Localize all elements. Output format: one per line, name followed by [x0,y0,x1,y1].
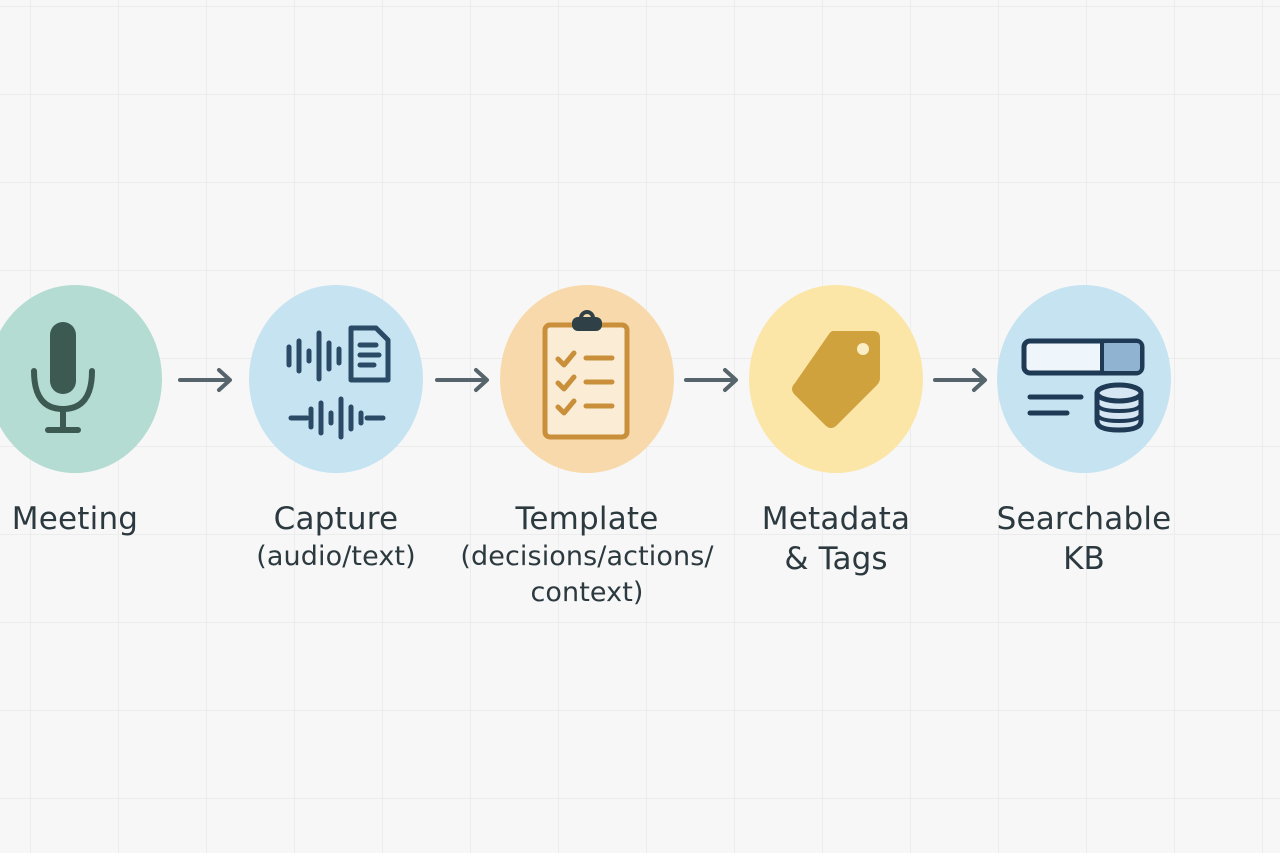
step-meeting-label: Meeting [0,499,225,539]
clipboard-checklist-icon [542,310,630,440]
step-metadata-tags-title: Metadata [761,501,911,537]
step-template-label: Template (decisions/actions/ context) [437,499,737,611]
step-capture-title: Capture [273,501,399,537]
step-searchable-kb-title: Searchable [996,501,1172,537]
step-metadata-tags-subtitle-line-1: & Tags [784,541,888,577]
microphone-icon [31,322,95,433]
step-capture-subtitle-line-1: (audio/text) [256,541,416,572]
step-template-title: Template [515,501,659,537]
tag-icon [792,331,880,428]
step-meeting-circle [0,285,162,473]
step-capture-circle [249,285,423,473]
step-template-circle [500,285,674,473]
step-searchable-kb-label: Searchable KB [934,499,1234,579]
search-database-icon [1021,338,1145,433]
step-searchable-kb-circle [997,285,1171,473]
step-metadata-tags-label: Metadata & Tags [686,499,986,579]
audio-wave-document-icon [286,325,391,440]
step-template-subtitle-line-2: context) [530,577,644,608]
arrow-right-icon [178,368,232,392]
step-template-subtitle-line-1: (decisions/actions/ [460,541,714,572]
arrow-right-icon [435,368,489,392]
step-metadata-tags-circle [749,285,923,473]
arrow-right-icon [933,368,987,392]
step-capture-label: Capture (audio/text) [186,499,486,575]
step-searchable-kb-subtitle-line-1: KB [1063,541,1105,577]
step-meeting-title: Meeting [11,501,139,537]
arrow-right-icon [684,368,738,392]
